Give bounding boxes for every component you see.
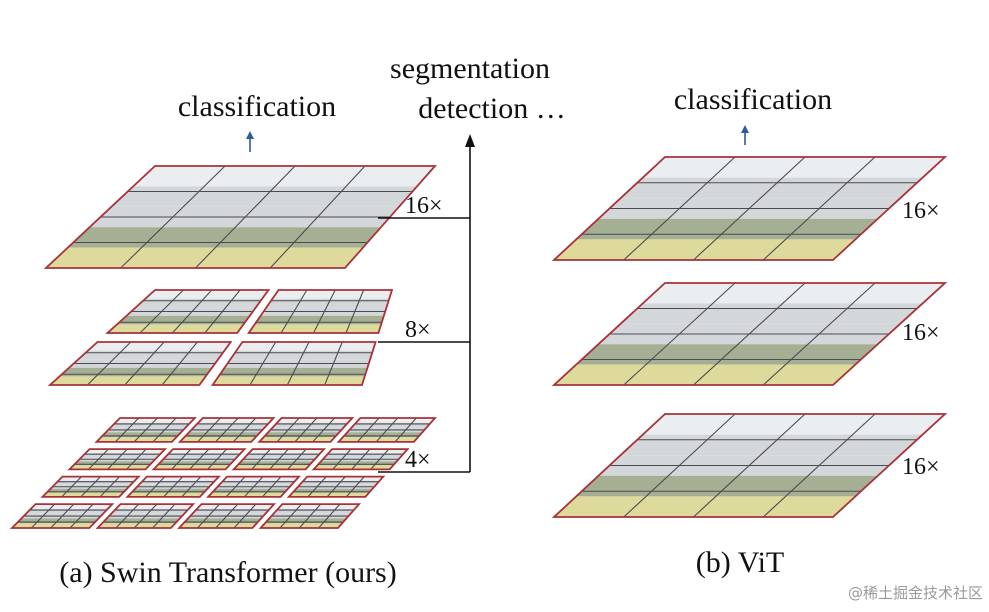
swin-classification-label: classification: [178, 90, 336, 123]
vit-scale-label-2: 16×: [902, 320, 940, 346]
local-window: [95, 503, 196, 529]
local-window: [47, 341, 233, 386]
vit-scale-label-3: 16×: [902, 454, 940, 480]
vit-caption: (b) ViT: [696, 546, 784, 579]
swin-classification-arrow: [246, 131, 254, 152]
local-window: [40, 475, 141, 498]
local-window: [177, 417, 276, 443]
vit-scale-label-1: 16×: [902, 198, 940, 224]
local-window: [94, 417, 197, 443]
local-window: [105, 289, 271, 334]
local-window: [311, 448, 410, 471]
vit-layer-1: [551, 156, 948, 261]
local-window: [286, 475, 386, 498]
local-window: [551, 413, 948, 518]
swin-connector-lines: [378, 134, 475, 473]
swin-caption: (a) Swin Transformer (ours): [59, 556, 396, 589]
swin-feature-maps: [9, 165, 437, 529]
local-window: [336, 417, 437, 443]
local-window: [206, 475, 302, 498]
local-window: [210, 341, 377, 386]
swin-layer-4x: [9, 417, 437, 529]
local-window: [125, 475, 221, 498]
dense-task-detection: detection …: [418, 92, 565, 125]
local-window: [246, 289, 394, 334]
local-window: [551, 282, 948, 386]
swin-scale-label-8x: 8×: [405, 317, 431, 343]
watermark: @稀土掘金技术社区: [848, 584, 983, 602]
local-window: [9, 503, 115, 529]
local-window: [551, 156, 948, 261]
vit-layer-2: [551, 282, 948, 386]
swin-layer-8x: [47, 289, 394, 386]
vit-classification-label: classification: [674, 83, 832, 116]
swin-scale-label-16x: 16×: [405, 193, 443, 219]
local-window: [43, 165, 437, 269]
local-window: [151, 448, 247, 471]
vit-feature-maps: [551, 156, 948, 518]
local-window: [258, 503, 362, 529]
local-window: [257, 417, 355, 443]
swin-scale-label-4x: 4×: [405, 447, 431, 473]
local-window: [231, 448, 327, 471]
connector-up-arrow-icon: [465, 134, 475, 147]
swin-layer-16x: [43, 165, 437, 269]
local-window: [67, 448, 168, 471]
vit-classification-arrow: [741, 125, 749, 145]
vit-layer-3: [551, 413, 948, 518]
dense-task-segmentation: segmentation: [390, 52, 550, 85]
local-window: [177, 503, 277, 529]
